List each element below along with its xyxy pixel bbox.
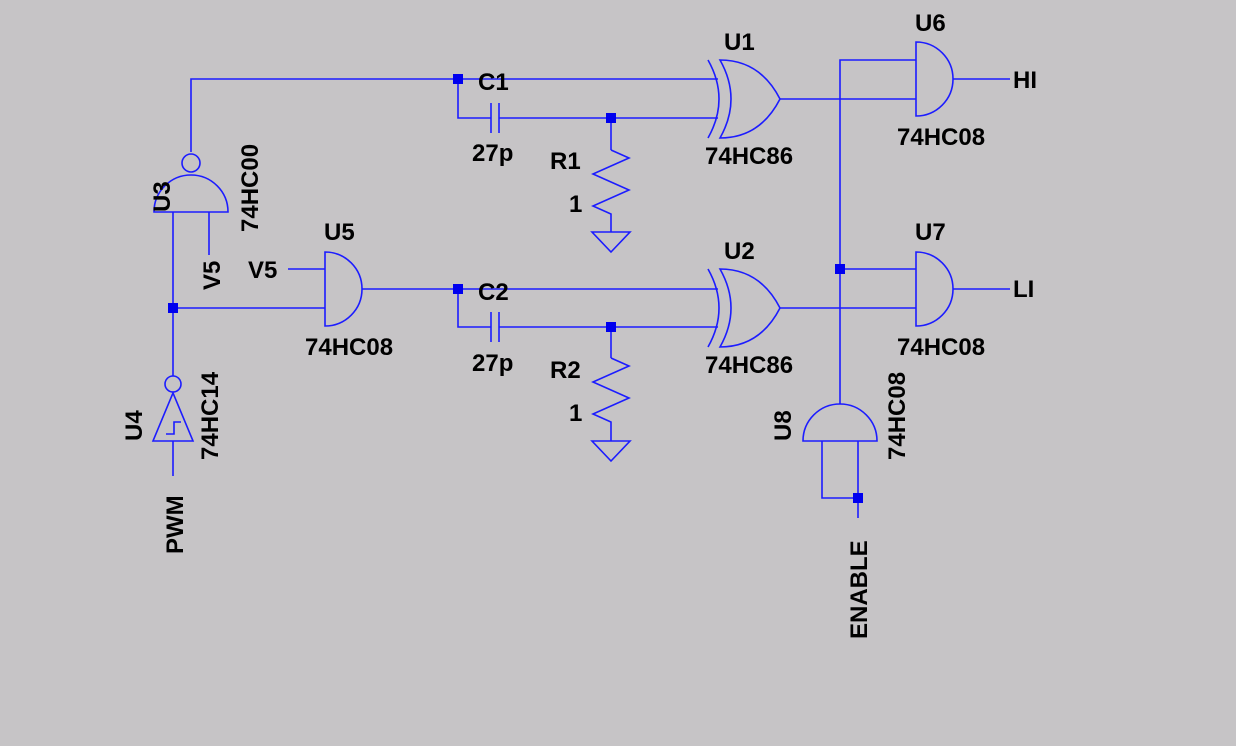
c2-value-label: 27p — [472, 350, 513, 377]
wire-u8-inputs — [821, 441, 859, 499]
junction-dot — [853, 493, 863, 503]
resistor-zigzag — [591, 357, 631, 441]
u7-ref-label: U7 — [915, 219, 946, 246]
u2-xor-gate[interactable] — [707, 268, 781, 348]
v5-net-label: V5 — [199, 261, 226, 290]
junction-dot — [453, 74, 463, 84]
wire-c1-left — [457, 79, 491, 119]
u3-part-label: 74HC00 — [237, 144, 264, 232]
labels: U1 74HC86 U2 74HC86 U6 74HC08 U7 74HC08 … — [121, 10, 1037, 639]
u2-ref-label: U2 — [724, 238, 755, 265]
u5-and-gate[interactable] — [324, 251, 363, 327]
u4-part-label: 74HC14 — [197, 371, 224, 460]
xor-gate-symbol — [718, 59, 781, 139]
u5-ref-label: U5 — [324, 219, 355, 246]
u3-ref-label: U3 — [149, 181, 176, 212]
and-gate-symbol — [915, 41, 954, 117]
c2-capacitor[interactable] — [490, 312, 500, 342]
r2-ref-label: R2 — [550, 357, 581, 384]
u1-xor-gate[interactable] — [707, 59, 781, 139]
junction-dot — [606, 113, 616, 123]
u8-part-label: 74HC08 — [884, 372, 911, 460]
pwm-net-label: PWM — [162, 495, 189, 554]
u8-and-gate[interactable] — [802, 403, 878, 442]
u6-ref-label: U6 — [915, 10, 946, 37]
wire-u3-out — [190, 78, 458, 152]
junction-dot — [835, 264, 845, 274]
resistor-zigzag — [591, 149, 631, 232]
r2-resistor[interactable] — [590, 357, 632, 463]
u8-ref-label: U8 — [770, 410, 797, 441]
junction-dot — [606, 322, 616, 332]
ground-icon — [590, 231, 632, 254]
u2-part-label: 74HC86 — [705, 352, 793, 379]
hysteresis-icon — [166, 421, 181, 435]
junction-dot — [453, 284, 463, 294]
and-gate-symbol — [915, 251, 954, 327]
wire-c2-left — [457, 289, 491, 328]
li-net-label: LI — [1013, 276, 1034, 303]
u7-and-gate[interactable] — [915, 251, 954, 327]
enable-net-label: ENABLE — [846, 540, 873, 639]
nand-gate-symbol — [153, 174, 229, 213]
c2-ref-label: C2 — [478, 279, 509, 306]
u6-part-label: 74HC08 — [897, 124, 985, 151]
inversion-bubble — [164, 375, 182, 393]
c1-ref-label: C1 — [478, 69, 509, 96]
inversion-bubble — [181, 153, 201, 173]
xor-gate-symbol — [718, 268, 781, 348]
v5-net-label: V5 — [248, 257, 277, 284]
u1-part-label: 74HC86 — [705, 143, 793, 170]
u4-ref-label: U4 — [121, 410, 148, 441]
and-gate-symbol — [802, 403, 878, 442]
r1-ref-label: R1 — [550, 148, 581, 175]
hi-net-label: HI — [1013, 67, 1037, 94]
u6-and-gate[interactable] — [915, 41, 954, 117]
c1-capacitor[interactable] — [490, 103, 500, 133]
junction-dot — [168, 303, 178, 313]
u7-part-label: 74HC08 — [897, 334, 985, 361]
r2-value-label: 1 — [569, 400, 582, 427]
r1-resistor[interactable] — [590, 149, 632, 254]
u5-part-label: 74HC08 — [305, 334, 393, 361]
and-gate-symbol — [324, 251, 363, 327]
junctions — [168, 74, 863, 503]
c1-value-label: 27p — [472, 140, 513, 167]
u3-nand-gate[interactable] — [153, 153, 229, 213]
wire-enable-bus — [839, 59, 916, 404]
inverter-symbol — [151, 390, 195, 442]
r1-value-label: 1 — [569, 191, 582, 218]
u1-ref-label: U1 — [724, 29, 755, 56]
ground-icon — [590, 440, 632, 463]
u4-schmitt-inverter[interactable] — [151, 375, 195, 442]
